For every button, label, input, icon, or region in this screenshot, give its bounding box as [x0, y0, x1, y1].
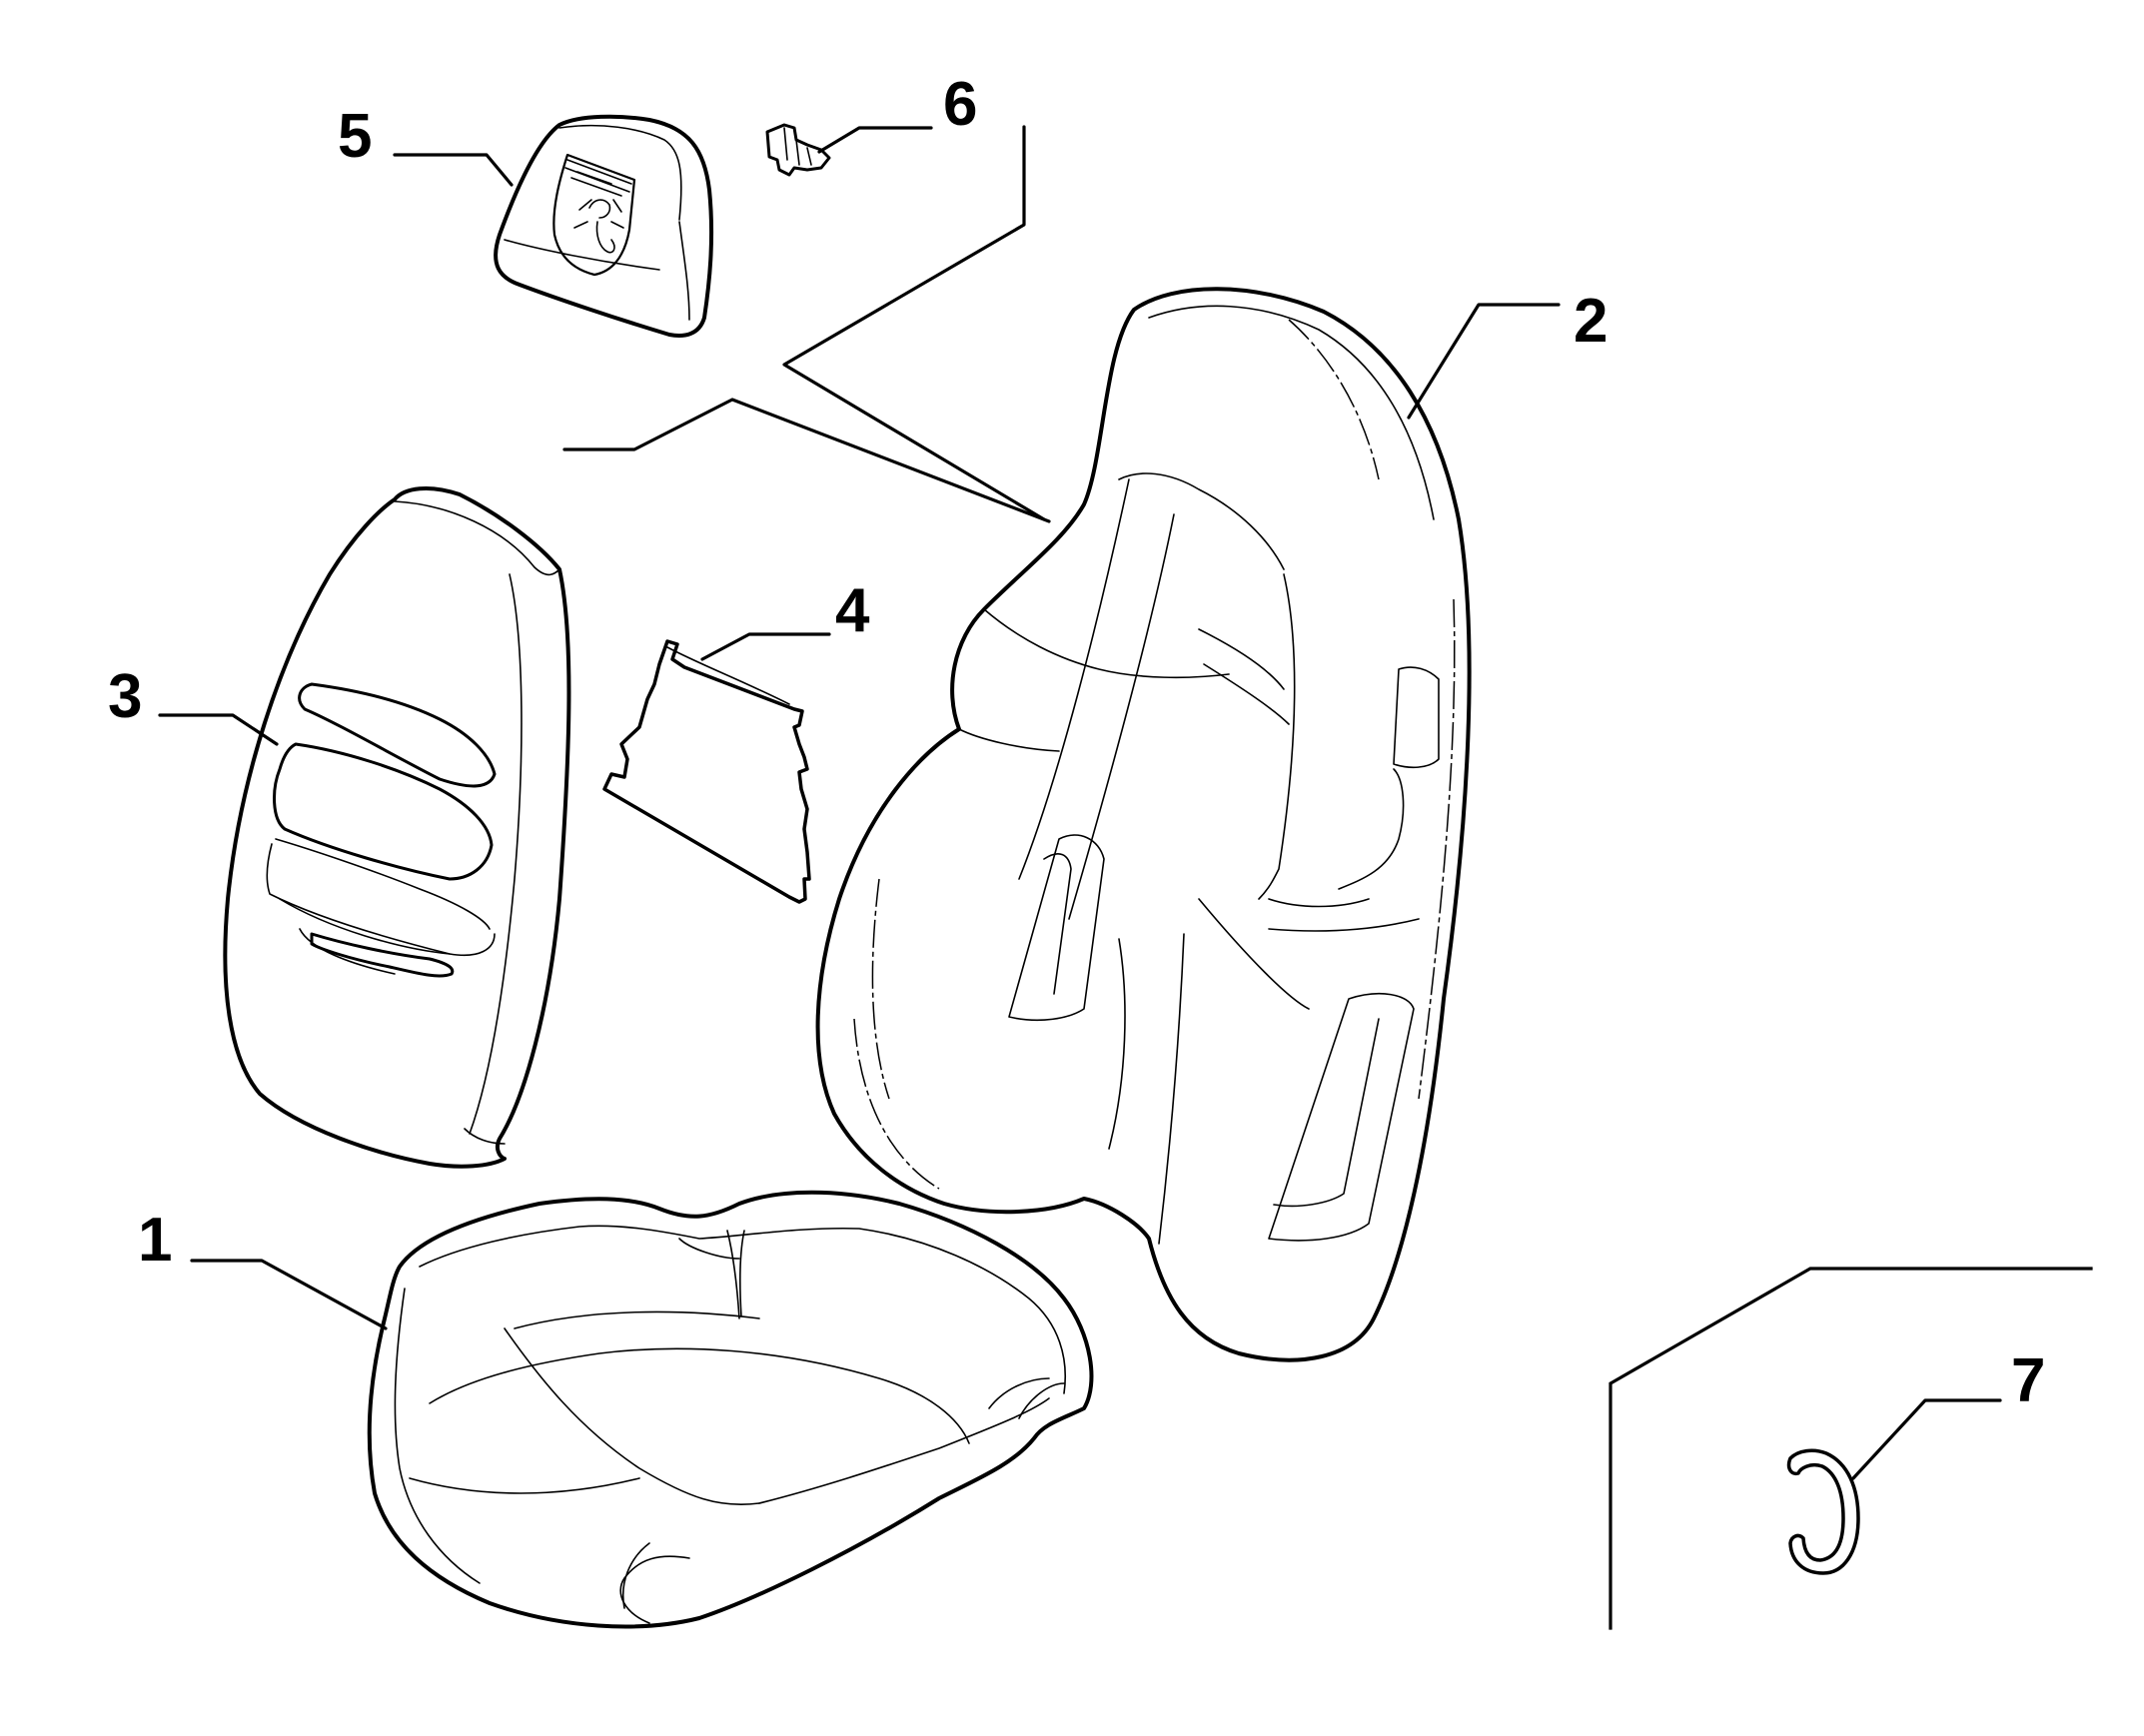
- part-5-headrest-cover: [494, 114, 714, 338]
- inset-frame: [1608, 1267, 2093, 1630]
- callout-numbers: 5 6 2 4 3 1 7: [108, 70, 2045, 1415]
- callout-5: 5: [338, 102, 372, 171]
- callout-7: 7: [2011, 1346, 2045, 1415]
- part-3-back-panel: [223, 486, 571, 1169]
- callout-4: 4: [835, 576, 870, 645]
- part-1-seat-cushion: [367, 1190, 1094, 1629]
- callout-3: 3: [108, 662, 142, 731]
- part-6-clip: [765, 123, 831, 177]
- leader-lines: [158, 125, 2002, 1480]
- callout-2: 2: [1574, 287, 1608, 356]
- part-2-backrest: [815, 287, 1472, 1362]
- part-7-c-ring: [1786, 1448, 1860, 1575]
- scorpion-badge-icon: [552, 153, 636, 277]
- callout-6: 6: [943, 70, 977, 139]
- callout-1: 1: [138, 1206, 172, 1275]
- part-4-plate: [602, 639, 811, 904]
